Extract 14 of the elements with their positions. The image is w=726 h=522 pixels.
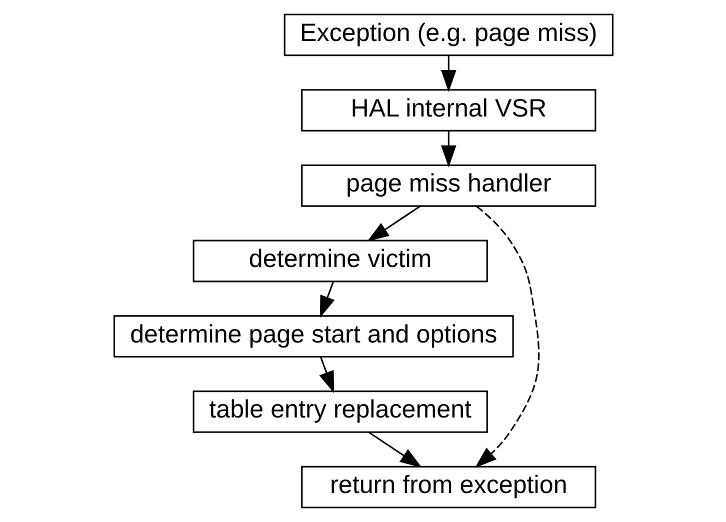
- arrow: [440, 130, 456, 168]
- arrow: [318, 356, 334, 394]
- node-box: Exception (e.g. page miss): [283, 14, 613, 56]
- node-box: HAL internal VSR: [300, 89, 596, 132]
- node-box: determine victim: [192, 240, 488, 282]
- arrow: [440, 55, 456, 92]
- node-box: page miss handler: [300, 164, 596, 207]
- node-box: return from exception: [300, 466, 596, 508]
- node-box: table entry replacement: [192, 390, 488, 433]
- node-box: determine page start and options: [113, 315, 514, 358]
- arrow: [474, 206, 540, 468]
- arrow: [368, 432, 422, 468]
- arrow: [366, 206, 420, 242]
- arrow: [319, 281, 334, 318]
